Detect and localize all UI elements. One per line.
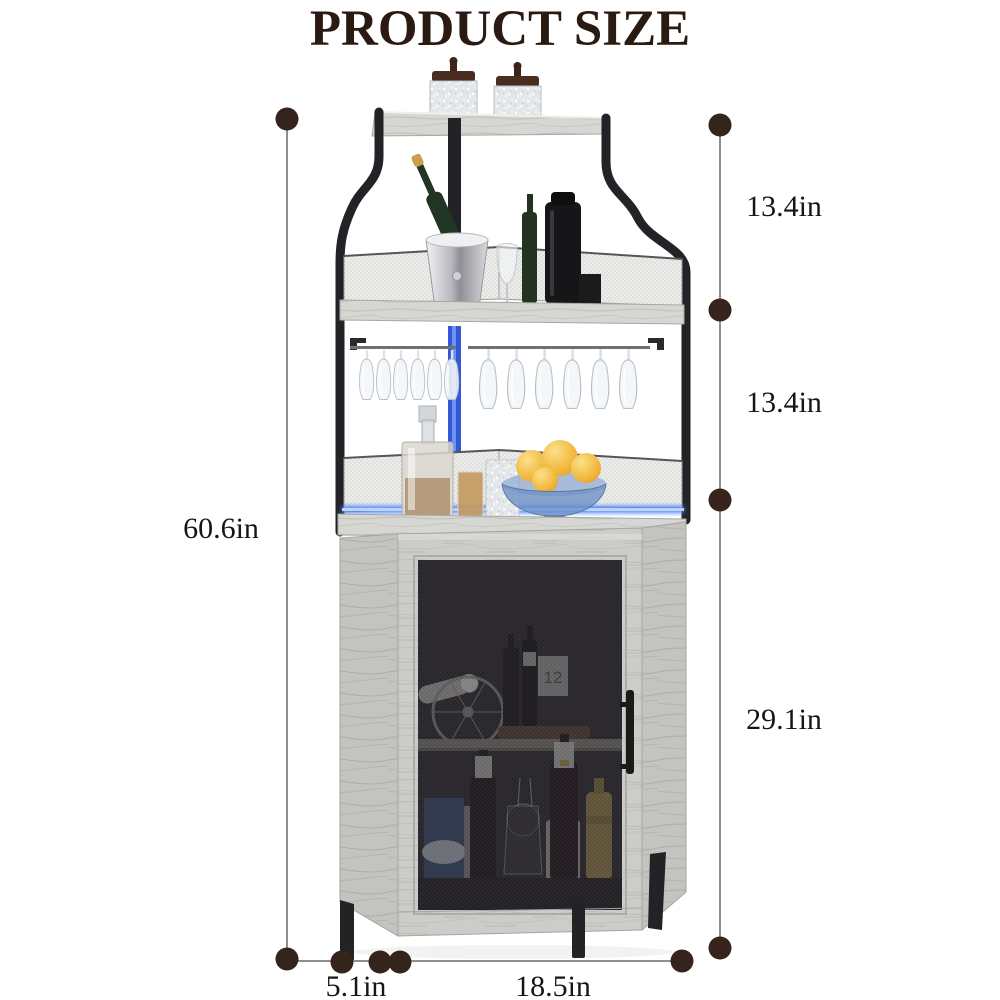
hanging-wine-glasses-right — [478, 348, 638, 410]
bar-items-upper — [411, 153, 601, 309]
whiskey-decanter — [401, 405, 454, 519]
dim-dot — [708, 936, 732, 960]
frame-left — [335, 107, 384, 537]
dim-line-right-sections — [719, 125, 721, 948]
cabinet-interior: 12 — [418, 560, 622, 910]
cabinet-left-panel — [339, 533, 399, 937]
cabinet-body: 12 — [339, 521, 687, 937]
dim-dot — [388, 950, 412, 974]
dim-dot — [275, 107, 299, 131]
page-title: PRODUCT SIZE — [309, 1, 691, 57]
dim-dot — [708, 488, 732, 512]
floor-shadow — [353, 945, 673, 959]
stemware-rack-right — [468, 338, 664, 350]
dim-dot — [368, 950, 392, 974]
dim-label-total-height: 60.6in — [183, 512, 259, 545]
dim-label-upper-section: 13.4in — [746, 190, 822, 223]
dim-label-front-width: 18.5in — [515, 970, 591, 1000]
dim-label-cabinet-section: 29.1in — [746, 703, 822, 736]
bar-items-lower — [401, 405, 607, 523]
dim-dot — [670, 949, 694, 973]
black-box — [579, 274, 601, 304]
cabinet-legs — [340, 852, 666, 960]
middle-shelf — [339, 299, 685, 325]
mesh-door-screen — [418, 560, 622, 910]
dim-line-total-height — [286, 119, 288, 960]
dim-dot — [330, 950, 354, 974]
green-bottle — [522, 212, 537, 304]
fruit-bowl — [501, 440, 607, 523]
corner-bar-cabinet-illustration: 12 — [335, 57, 691, 960]
dim-dot — [708, 298, 732, 322]
dim-dot — [708, 113, 732, 137]
dim-dot — [275, 947, 299, 971]
dim-line-bottom — [287, 960, 682, 962]
dim-label-corner-depth: 5.1in — [325, 970, 387, 1000]
dim-label-glass-rack-section: 13.4in — [746, 386, 822, 419]
hanging-wine-glasses-left — [358, 349, 460, 401]
stemware-rack-left — [350, 338, 456, 350]
door-handle — [620, 690, 634, 774]
whiskey-glass — [457, 471, 484, 517]
